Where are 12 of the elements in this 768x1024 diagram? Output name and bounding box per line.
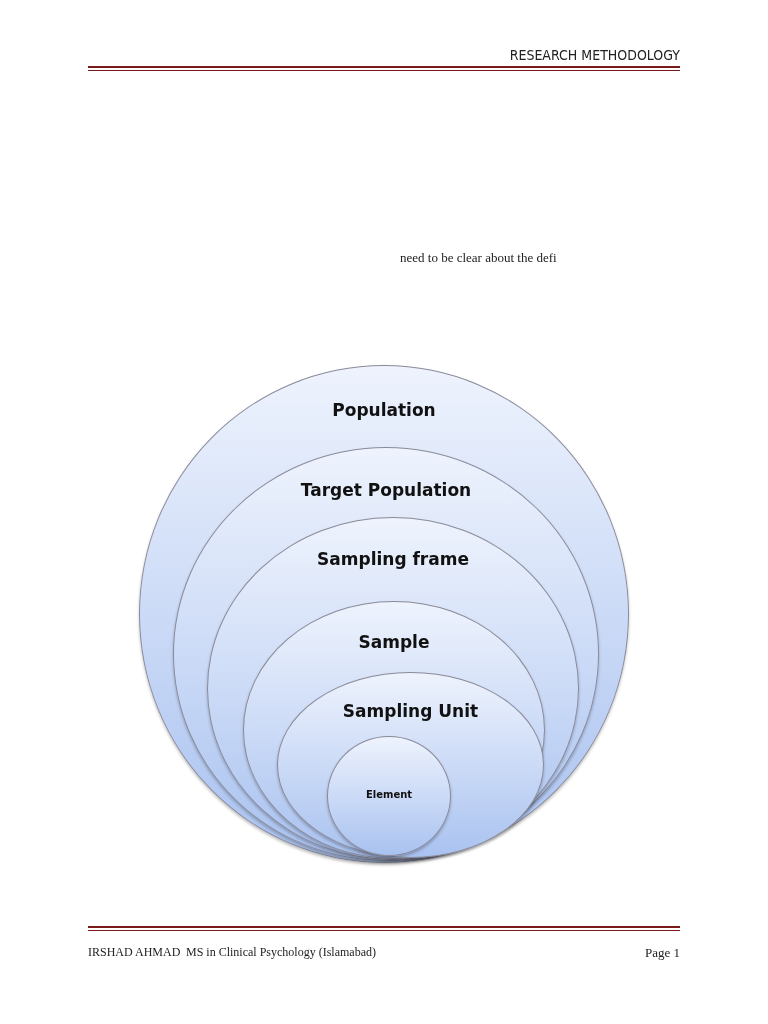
circle-label: Target Population: [300, 480, 472, 500]
body-text: need to be clear about the defi: [400, 250, 557, 266]
page-number: Page 1: [644, 945, 680, 961]
circle-label: Sample: [358, 632, 430, 652]
circle-label: Sampling Unit: [342, 701, 479, 721]
footer-program: MS in Clinical Psychology (Islamabad): [186, 945, 376, 960]
nested-circle: [277, 672, 544, 858]
footer-author: IRSHAD AHMAD: [88, 945, 181, 960]
page-header: RESEARCH METHODOLOGY: [509, 47, 680, 63]
circle-label: Population: [332, 400, 436, 420]
circle-label: Element: [365, 789, 413, 800]
circle-label: Sampling frame: [317, 549, 469, 569]
